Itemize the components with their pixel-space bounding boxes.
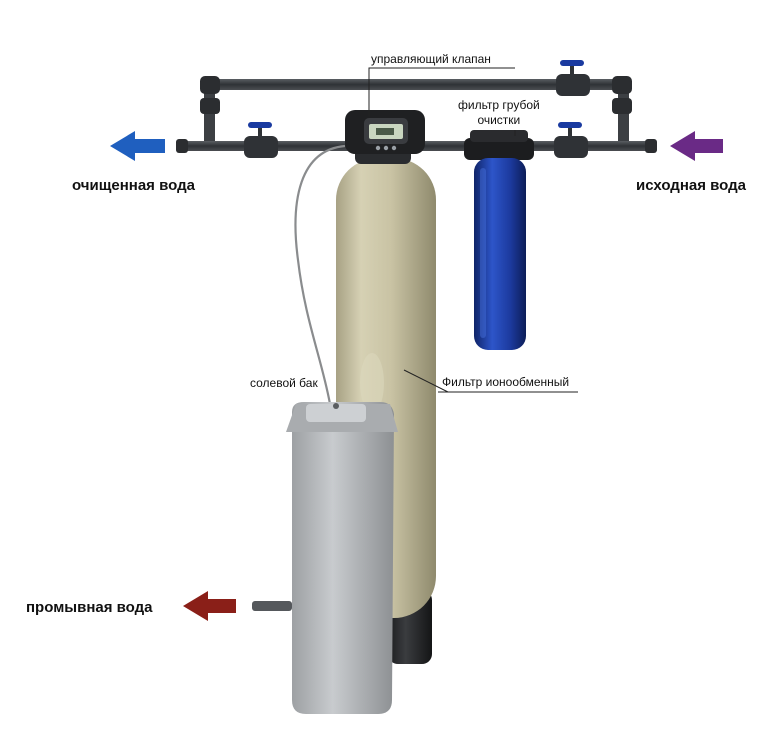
salt-tank [286,402,398,714]
source-water-label: исходная вода [636,177,746,194]
coarse-prefilter [464,130,534,350]
drain-pipe [252,601,292,611]
salt-tank-label: солевой бак [250,376,318,390]
prefilter-label-line2: очистки [477,113,521,127]
prefilter-label-line1: фильтр грубой [458,98,540,112]
bypass-line [200,76,632,149]
clean-water-arrow-icon [110,131,165,161]
source-water-arrow-icon [670,131,723,161]
bypass-valve [556,60,590,96]
waste-water-label: промывная вода [26,599,153,616]
control-valve [345,110,425,164]
inlet-valve [554,122,588,158]
ion-filter-label: Фильтр ионообменный [442,375,570,389]
outlet-valve [244,122,278,158]
waste-water-arrow-icon [183,591,236,621]
leader-lines [368,67,578,393]
control-valve-label: управляющий клапан [371,52,491,66]
brine-line [294,144,346,405]
prefilter-label: фильтр грубой очистки [458,98,540,128]
clean-water-label: очищенная вода [72,177,195,194]
